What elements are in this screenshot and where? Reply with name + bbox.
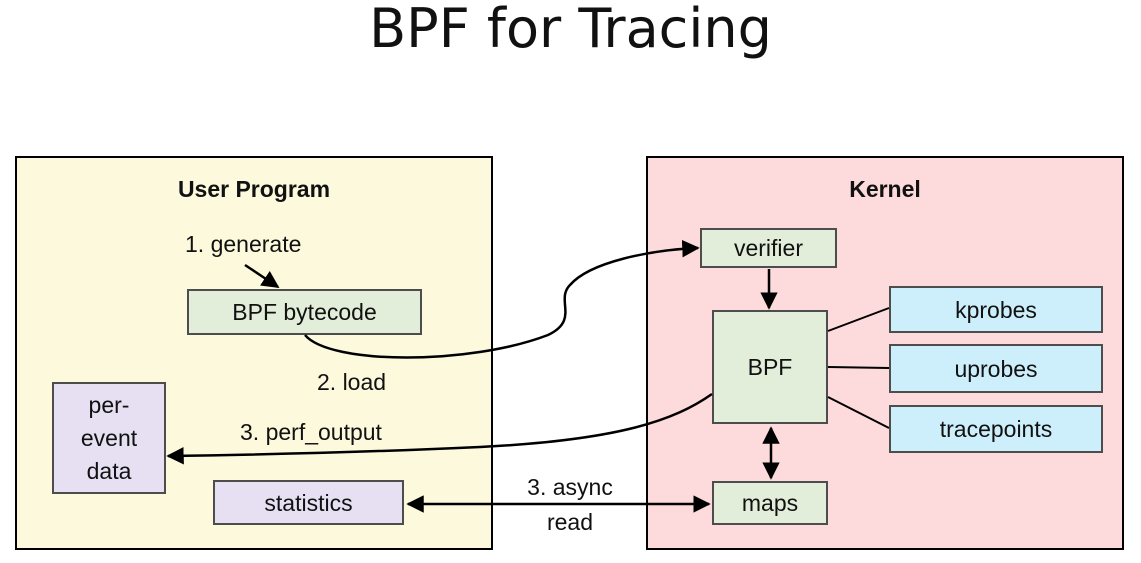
page-title: BPF for Tracing bbox=[369, 0, 772, 60]
bpf-box: BPF bbox=[712, 310, 828, 424]
user-program-title: User Program bbox=[177, 176, 331, 202]
kprobes-box: kprobes bbox=[889, 286, 1103, 333]
per-event-data-box: per- event data bbox=[52, 382, 166, 494]
bpf-bytecode-box: BPF bytecode bbox=[187, 289, 422, 335]
load-label: 2. load bbox=[317, 369, 387, 395]
uprobes-box: uprobes bbox=[889, 344, 1103, 393]
maps-box: maps bbox=[712, 481, 828, 525]
perf-output-label: 3. perf_output bbox=[240, 419, 382, 445]
verifier-box: verifier bbox=[700, 228, 837, 268]
kernel-title: Kernel bbox=[849, 176, 921, 202]
statistics-box: statistics bbox=[213, 480, 404, 525]
generate-label: 1. generate bbox=[185, 231, 302, 257]
async-read-label: 3. async read bbox=[527, 474, 613, 535]
tracepoints-box: tracepoints bbox=[889, 405, 1103, 453]
